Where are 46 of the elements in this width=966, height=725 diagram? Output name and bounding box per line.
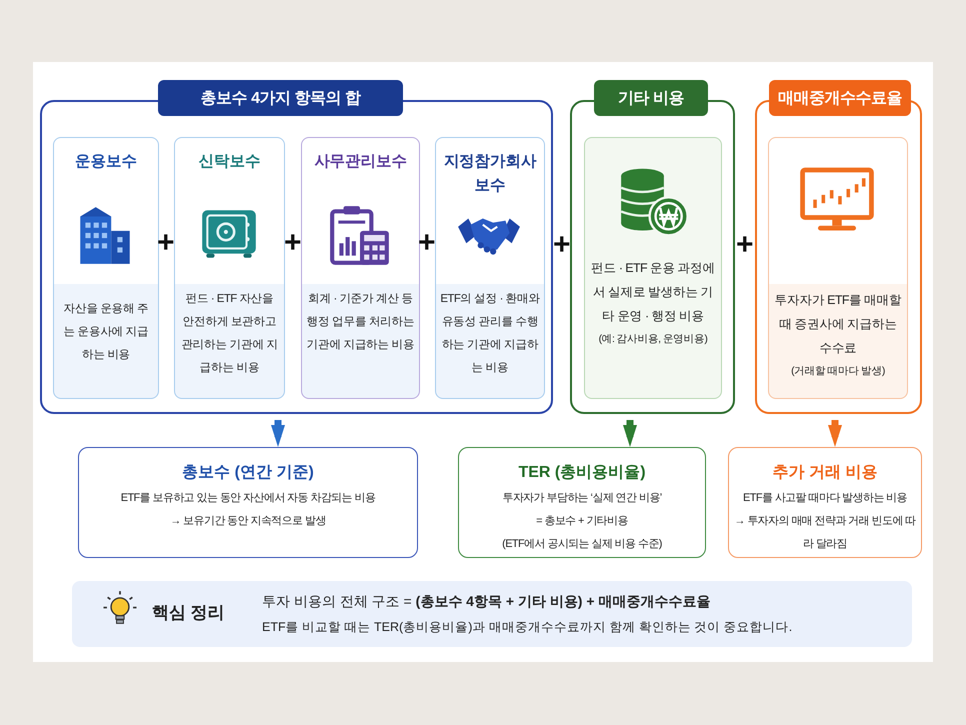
result-box xyxy=(458,447,706,558)
plus-sign: + xyxy=(157,228,175,258)
box-text: 투자자가 부담하는 ‘실제 연간 비용’ xyxy=(501,491,663,506)
card-title: 사무관리보수 xyxy=(313,152,408,172)
card-description: ETF의 설정 · 환매와 유동성 관리를 수행하는 기관에 지급하는 비용 xyxy=(440,292,540,376)
box-text: → 투자자의 매매 전략과 거래 빈도에 따라 달라짐 xyxy=(733,514,917,552)
summary-formula: 투자 비용의 전체 구조 = (총보수 4항목 + 기타 비용) + 매매중개수수료율 xyxy=(262,593,710,611)
summary-note: ETF를 비교할 때는 TER(총비용비율)과 매매중개수수료까지 함께 확인하는 것이 중요합니다. xyxy=(262,619,792,636)
group-heading-tab: 총보수 4가지 항목의 합 xyxy=(158,80,403,116)
box-title: 추가 거래 비용 xyxy=(772,463,878,483)
box-text: (ETF에서 공시되는 실제 비용 수준) xyxy=(501,537,663,552)
card-description: 펀드 · ETF 운용 과정에서 실제로 발생하는 기타 운영 · 행정 비용 xyxy=(590,260,716,325)
box-text: → 보유기간 동안 지속적으로 발생 xyxy=(169,514,327,529)
box-text: ETF를 사고팔 때마다 발생하는 비용 xyxy=(742,491,908,506)
fee-card xyxy=(53,137,159,399)
arrow xyxy=(271,420,285,447)
box-title: TER (총비용비율) xyxy=(517,463,647,483)
card-note: (예: 감사비용, 운영비용) xyxy=(598,332,708,347)
card-title: 지정참가회사 보수 xyxy=(442,152,538,196)
plus-sign: + xyxy=(553,230,571,260)
summary-heading: 핵심 정리 xyxy=(152,602,225,624)
card-description: 펀드 · ETF 자산을 안전하게 보관하고 관리하는 기관에 지급하는 비용 xyxy=(180,292,279,376)
arrow xyxy=(623,420,637,447)
fee-card xyxy=(174,137,285,399)
card-title: 신탁보수 xyxy=(198,152,262,172)
arrow xyxy=(828,420,842,447)
group-heading-tab: 기타 비용 xyxy=(594,80,708,116)
box-text: = 총보수 + 기타비용 xyxy=(535,514,629,529)
result-box xyxy=(728,447,922,558)
card-note: (거래할 때마다 발생) xyxy=(790,364,886,379)
card-description: 자산을 운용해 주는 운용사에 지급하는 비용 xyxy=(62,302,150,363)
plus-sign: + xyxy=(418,228,436,258)
box-title: 총보수 (연간 기준) xyxy=(181,463,315,483)
fee-card xyxy=(301,137,420,399)
box-text: ETF를 보유하고 있는 동안 자산에서 자동 차감되는 비용 xyxy=(120,491,376,506)
group-heading-tab: 매매중개수수료율 xyxy=(769,80,911,116)
plus-sign: + xyxy=(284,228,302,258)
summary-panel xyxy=(72,581,912,647)
card-description: 회계 · 기준가 계산 등 행정 업무를 처리하는 기관에 지급하는 비용 xyxy=(306,292,415,353)
card-description: 투자자가 ETF를 매매할 때 증권사에 지급하는 수수료 xyxy=(774,292,902,357)
fee-card xyxy=(584,137,722,399)
fee-card xyxy=(435,137,545,399)
plus-sign: + xyxy=(736,230,754,260)
fee-card xyxy=(768,137,908,399)
card-title: 운용보수 xyxy=(74,152,138,172)
result-box xyxy=(78,447,418,558)
